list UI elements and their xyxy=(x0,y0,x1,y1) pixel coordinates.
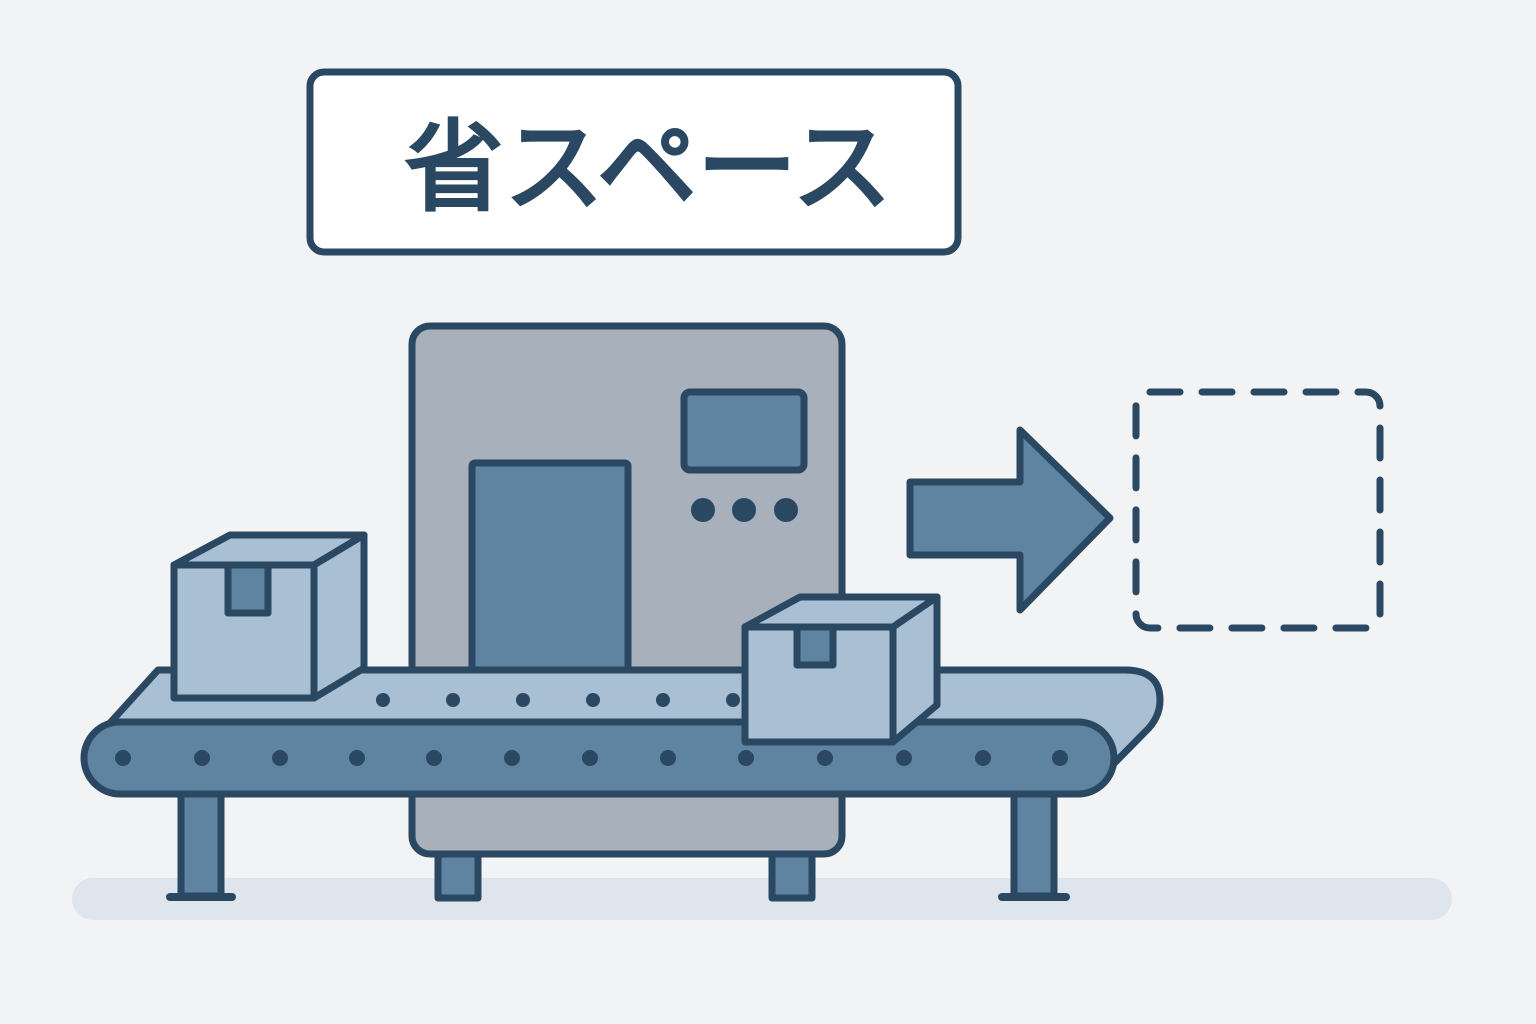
belt-roller-dot xyxy=(194,750,210,766)
belt-roller-dot xyxy=(272,750,288,766)
belt-roller-dot xyxy=(975,750,991,766)
belt-roller-dot xyxy=(738,750,754,766)
conveyor-leg-right xyxy=(1010,786,1058,900)
belt-roller-dot xyxy=(426,750,442,766)
title-text: 省スペース xyxy=(404,109,892,226)
conveyor-leg-left xyxy=(177,786,225,900)
belt-roller-dot xyxy=(504,750,520,766)
box-right xyxy=(741,593,941,746)
belt-roller-dot xyxy=(726,693,740,707)
belt-roller-dot xyxy=(376,693,390,707)
belt-roller-dot xyxy=(115,750,131,766)
belt-roller-dot xyxy=(1052,750,1068,766)
machine-door xyxy=(468,459,632,682)
freed-space-outline xyxy=(1132,388,1384,632)
belt-roller-dot xyxy=(817,750,833,766)
arrow-right-icon xyxy=(906,426,1114,614)
machine-button-icon xyxy=(732,498,756,522)
machine-button-icon xyxy=(691,498,715,522)
belt-roller-dot xyxy=(582,750,598,766)
belt-roller-dot xyxy=(516,693,530,707)
box-tape xyxy=(793,623,837,669)
machine-screen xyxy=(680,388,808,474)
box-tape xyxy=(224,561,272,617)
belt-roller-dot xyxy=(446,693,460,707)
belt-roller-dot xyxy=(349,750,365,766)
conveyor-belt-front xyxy=(80,718,1118,798)
belt-roller-dot xyxy=(660,750,676,766)
box-side xyxy=(310,531,368,702)
title-banner xyxy=(306,68,962,256)
belt-roller-dot xyxy=(896,750,912,766)
box-left xyxy=(170,531,368,702)
belt-roller-dot xyxy=(586,693,600,707)
belt-roller-dot xyxy=(656,693,670,707)
floor-shadow xyxy=(72,878,1452,920)
machine-button-icon xyxy=(774,498,798,522)
